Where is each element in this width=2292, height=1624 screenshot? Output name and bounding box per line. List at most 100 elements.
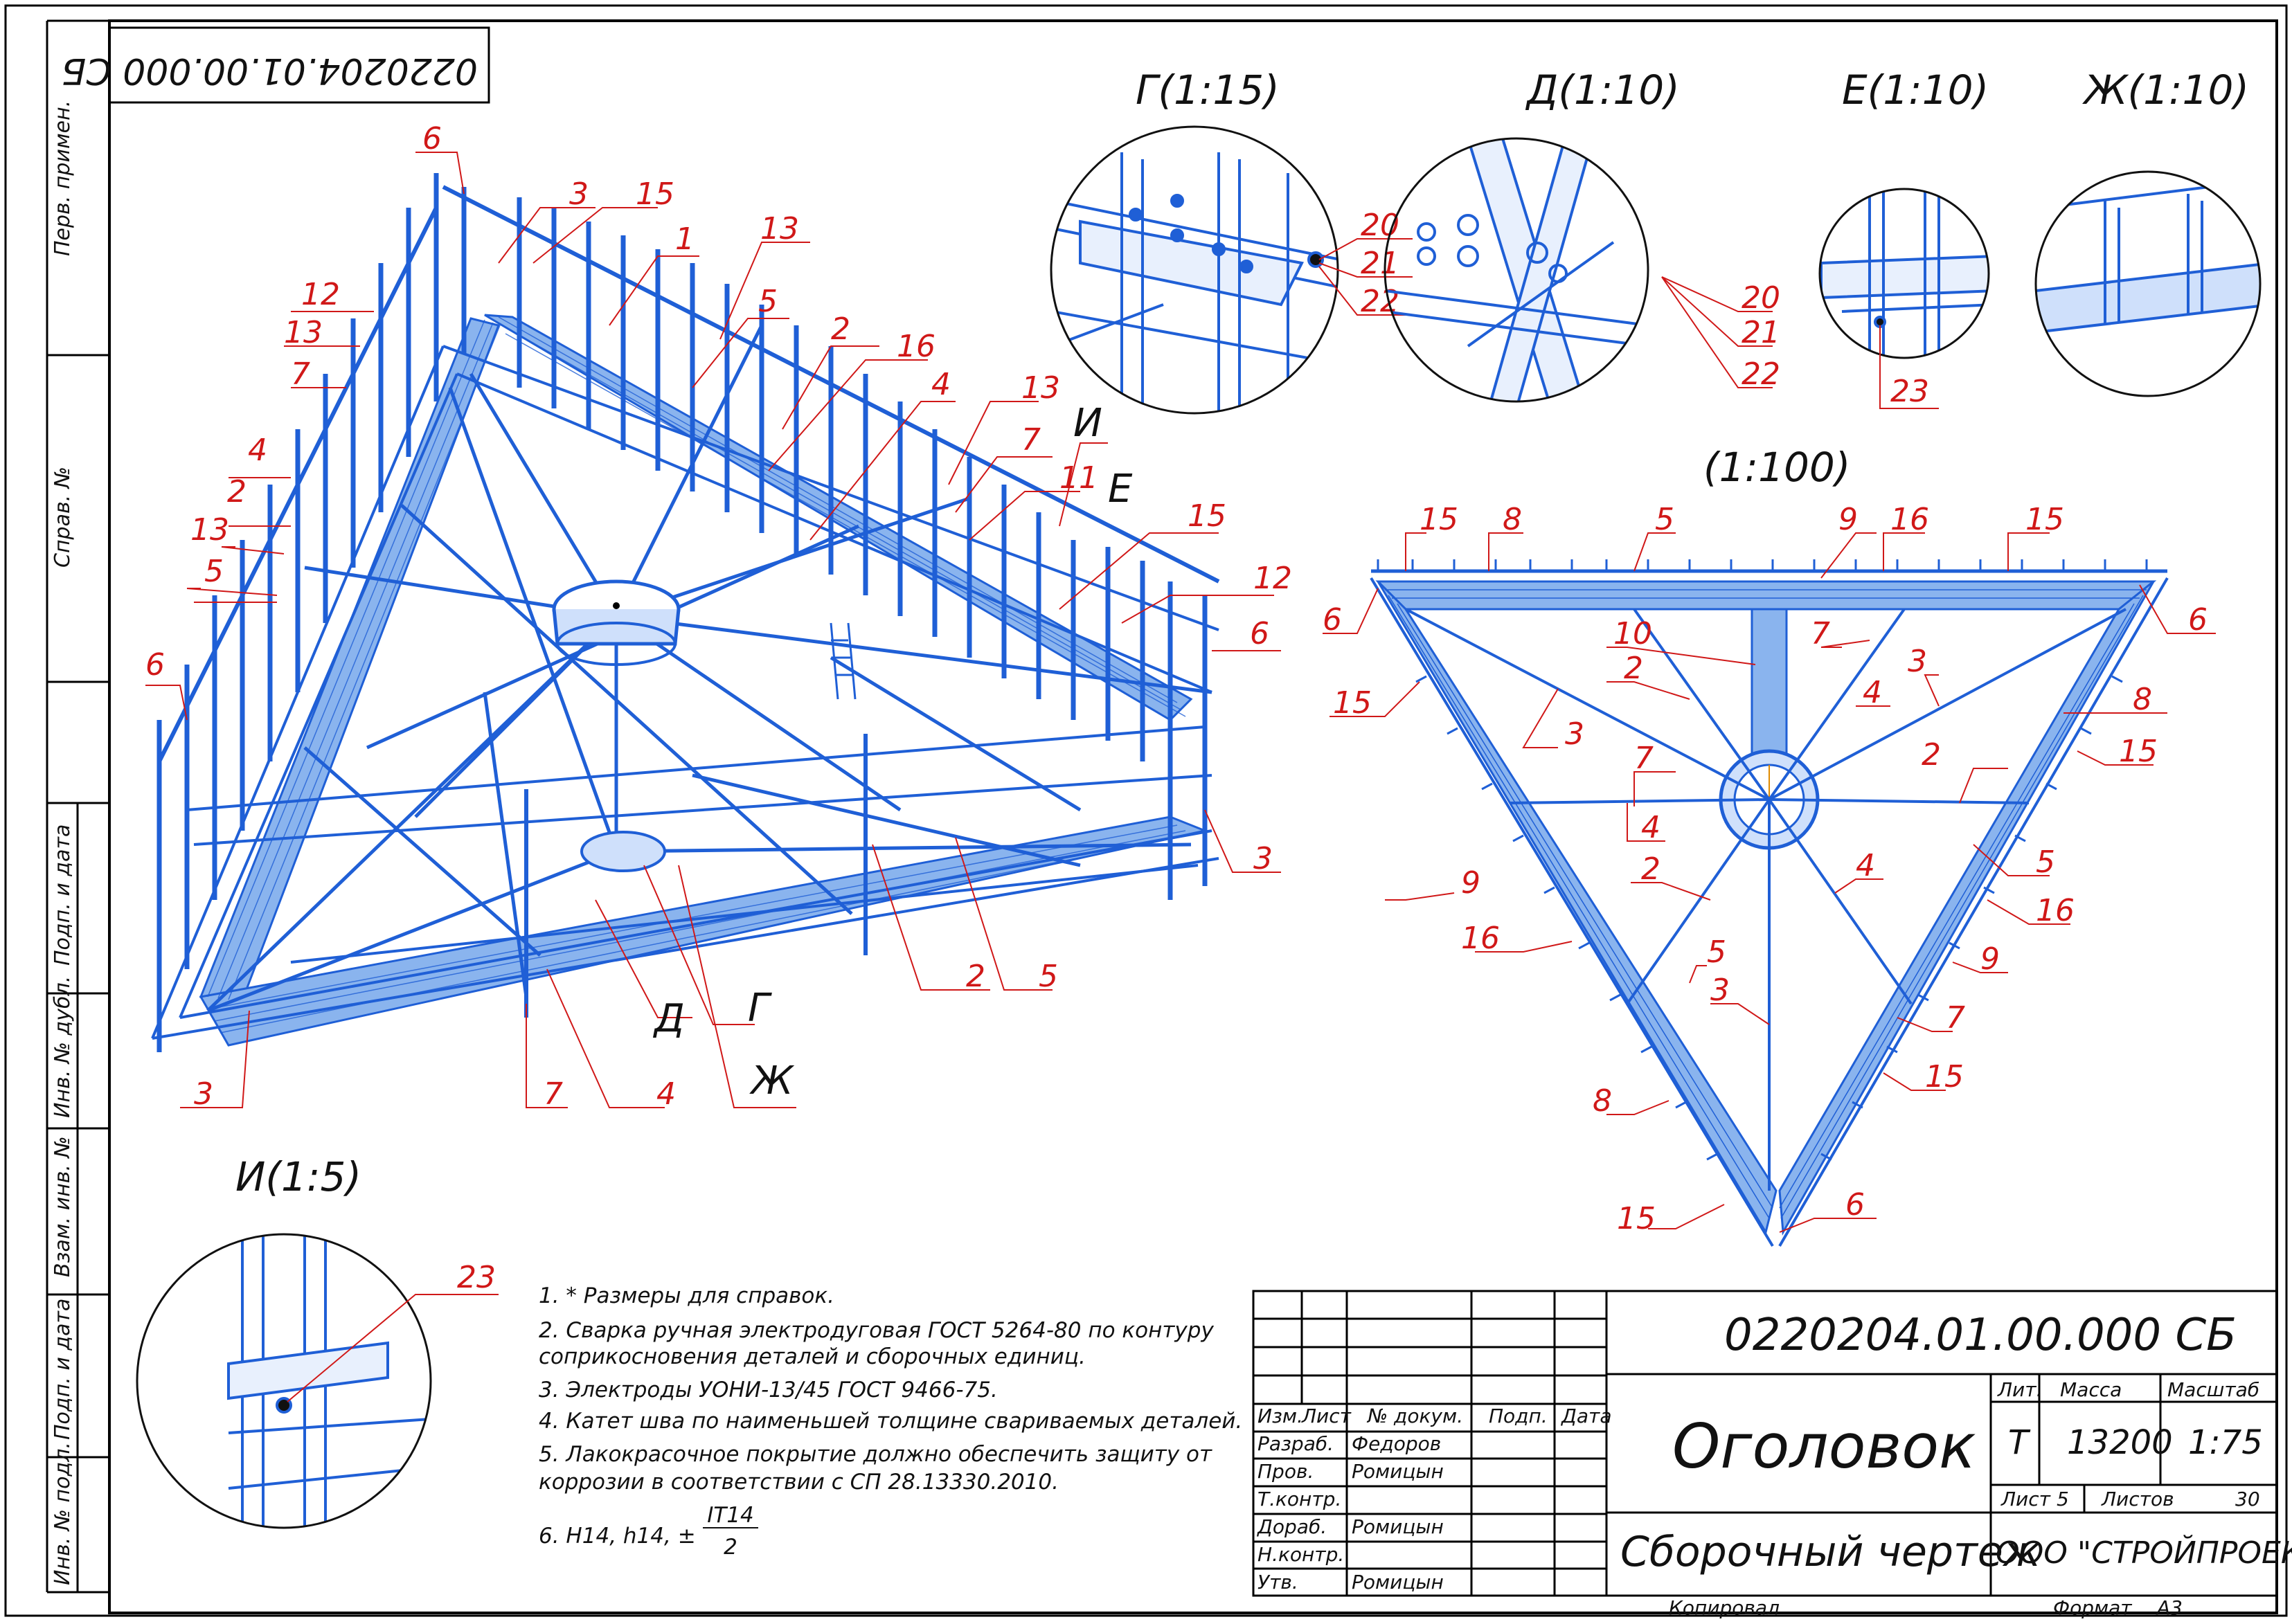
svg-text:5: 5 (1039, 959, 1058, 994)
note-3: 3. Электроды УОНИ-13/45 ГОСТ 9466-75. (539, 1378, 998, 1402)
svg-text:4: 4 (248, 433, 267, 468)
svg-text:3: 3 (1908, 644, 1927, 679)
svg-text:2: 2 (1624, 651, 1643, 686)
svg-text:5: 5 (1655, 502, 1674, 537)
svg-text:7: 7 (1946, 1000, 1965, 1036)
view-title-plan: (1:100) (1703, 444, 1850, 491)
note-2b: соприкосновения деталей и сборочных един… (539, 1344, 1086, 1369)
detail-e: 23 (1818, 188, 1990, 409)
view-title-g: Г(1:15) (1136, 66, 1280, 114)
tb-role-0: Разраб. (1257, 1432, 1334, 1455)
svg-text:13: 13 (284, 315, 323, 350)
svg-text:2: 2 (1641, 851, 1660, 887)
iso-leaders (145, 152, 1281, 1108)
svg-text:9: 9 (1980, 941, 2000, 977)
svg-text:15: 15 (1188, 498, 1226, 534)
tb-role-3: Дораб. (1256, 1515, 1327, 1538)
detail-i: 23 (136, 1233, 499, 1529)
tb-sheets: 30 (2235, 1488, 2260, 1510)
svg-text:6: 6 (422, 121, 442, 156)
svg-text:1: 1 (675, 222, 695, 257)
tb-sheet-label: Лист (2000, 1488, 2051, 1510)
tb-kopiroval: Копировал (1669, 1596, 1780, 1619)
svg-text:15: 15 (1617, 1201, 1656, 1236)
tb-role-1: Пров. (1257, 1460, 1314, 1483)
isometric-view (151, 173, 1220, 1052)
note-5a: 5. Лакокрасочное покрытие должно обеспеч… (539, 1442, 1212, 1467)
svg-text:4: 4 (1641, 810, 1660, 845)
svg-text:11: 11 (1059, 460, 1098, 496)
tb-role-2: Т.контр. (1257, 1488, 1341, 1510)
tb-doc-type: Сборочный чертеж (1620, 1528, 2041, 1576)
walkway-right (484, 314, 1193, 721)
drawing-frame (108, 19, 2278, 1614)
tb-hdr-izm: Изм. (1257, 1405, 1303, 1427)
tb-sheets-label: Листов (2101, 1488, 2174, 1510)
section-letter-zh: Ж (749, 1058, 795, 1103)
side-vzam-inv: Взам. инв. № (51, 1136, 75, 1277)
tb-masshtab: 1:75 (2188, 1423, 2263, 1462)
view-title-i: И(1:5) (235, 1153, 361, 1200)
tb-hdr-list: Лист (1301, 1405, 1352, 1427)
svg-text:13: 13 (190, 512, 229, 548)
svg-text:21: 21 (1361, 246, 1399, 281)
svg-text:2: 2 (831, 312, 850, 347)
svg-text:2: 2 (1922, 737, 1941, 773)
tb-hdr-podp: Подп. (1489, 1405, 1548, 1427)
tb-massa-label: Масса (2060, 1378, 2122, 1401)
svg-text:16: 16 (2036, 893, 2075, 928)
note-1: 1. * Размеры для справок. (539, 1283, 834, 1308)
tb-hdr-doc: № докум. (1366, 1405, 1463, 1427)
tb-role-4: Н.контр. (1257, 1543, 1344, 1566)
code-stamp-box (108, 26, 490, 104)
svg-text:13: 13 (760, 211, 799, 246)
svg-text:6: 6 (1845, 1187, 1865, 1222)
tb-name-0: Федоров (1352, 1432, 1441, 1455)
section-letter-d: Д (652, 996, 685, 1041)
svg-text:7: 7 (1811, 616, 1830, 651)
svg-text:22: 22 (1742, 357, 1780, 392)
tb-sheet: 5 (2057, 1488, 2069, 1510)
svg-text:12: 12 (1253, 561, 1292, 596)
svg-text:4: 4 (1856, 848, 1875, 883)
svg-text:6: 6 (1250, 616, 1269, 651)
tb-org: ООО "СТРОЙПРОЕКТ" (1996, 1534, 2292, 1571)
svg-text:6: 6 (145, 647, 165, 683)
svg-text:16: 16 (1461, 921, 1500, 956)
note-4: 4. Катет шва по наименьшей толщине свари… (539, 1409, 1243, 1434)
note-6-denominator: 2 (724, 1535, 737, 1560)
svg-text:9: 9 (1461, 865, 1480, 901)
note-2a: 2. Сварка ручная электродуговая ГОСТ 526… (539, 1318, 1214, 1343)
note-6: 6. H14, h14, ± (539, 1524, 696, 1549)
tb-name: Оголовок (1672, 1411, 1976, 1482)
section-letter-g: Г (748, 986, 772, 1031)
svg-text:15: 15 (2119, 734, 2158, 769)
side-inv-podl: Инв. № подл. (51, 1442, 75, 1585)
detail-zh (2034, 170, 2262, 397)
walkway-left (199, 317, 501, 1002)
svg-text:8: 8 (1593, 1083, 1612, 1119)
svg-text:23: 23 (1890, 374, 1929, 409)
svg-text:5: 5 (758, 284, 778, 319)
side-podp-data-1: Подп. и дата (51, 824, 75, 966)
plan-view (1370, 559, 2169, 1247)
svg-text:9: 9 (1838, 502, 1858, 537)
plan-leaders (1323, 532, 2216, 1233)
svg-text:6: 6 (1323, 602, 1342, 638)
svg-text:10: 10 (1613, 616, 1652, 651)
svg-text:21: 21 (1742, 315, 1780, 350)
svg-text:15: 15 (1333, 685, 1372, 721)
svg-text:12: 12 (301, 277, 340, 312)
tb-massa: 13200 (2067, 1423, 2173, 1462)
tb-doc-code: 0220204.01.00.000 СБ (1724, 1310, 2237, 1361)
tb-format: А3 (2156, 1596, 2183, 1619)
title-block-frame (1252, 1290, 2278, 1597)
tb-hdr-data: Дата (1560, 1405, 1612, 1427)
svg-text:15: 15 (1925, 1059, 1964, 1094)
code-stamp-rotated: 0220204.01.00.000 СБ (62, 50, 478, 91)
side-sprav-no: Справ. № (51, 467, 75, 568)
tb-lit-label: Лит. (1997, 1378, 2042, 1401)
